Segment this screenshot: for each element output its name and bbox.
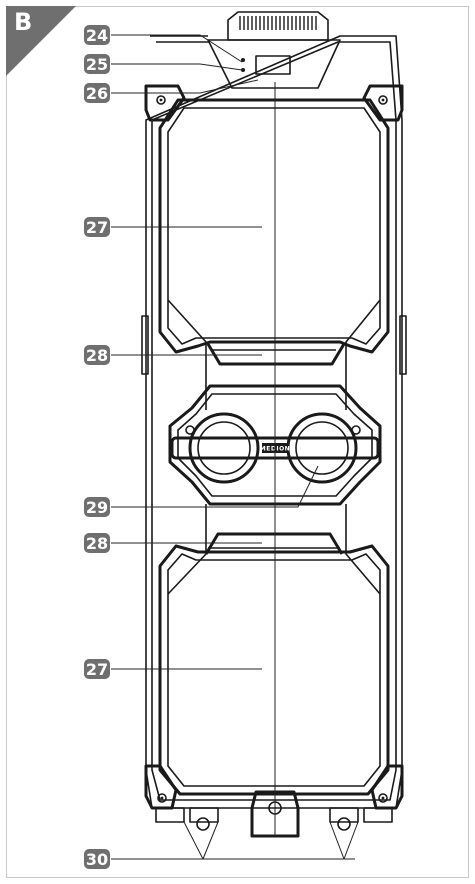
callout-28-upper: 28	[84, 345, 110, 365]
callout-29: 29	[84, 497, 110, 517]
leader-lines	[111, 34, 359, 860]
feet	[155, 807, 393, 831]
callout-26: 26	[84, 83, 110, 103]
figure-letter: B	[14, 8, 33, 36]
display-window	[255, 55, 291, 75]
top-left-bracket	[144, 84, 186, 122]
cabinet	[141, 35, 407, 809]
svg-text:24: 24	[86, 26, 108, 45]
top-right-bracket	[362, 84, 404, 122]
callout-25: 25	[84, 54, 110, 74]
svg-text:26: 26	[86, 84, 108, 103]
callout-27-upper: 27	[84, 217, 110, 237]
svg-text:29: 29	[86, 498, 108, 517]
callout-24: 24	[84, 25, 110, 45]
indicator-led-1	[241, 58, 245, 62]
right-tweeter	[286, 412, 358, 484]
svg-text:27: 27	[86, 218, 108, 237]
svg-text:28: 28	[86, 346, 108, 365]
upper-woofer-panel	[158, 98, 390, 410]
indicator-led-2	[241, 68, 245, 72]
callout-28-lower: 28	[84, 533, 110, 553]
right-side-grip	[399, 315, 407, 375]
left-tweeter	[188, 412, 260, 484]
figure-frame	[6, 6, 469, 878]
svg-text:27: 27	[86, 660, 108, 679]
control-panel	[207, 39, 341, 89]
corner-tab	[6, 6, 76, 76]
top-handle	[227, 11, 329, 41]
left-side-grip	[141, 315, 149, 375]
svg-text:28: 28	[86, 534, 108, 553]
callout-30: 30	[84, 849, 110, 869]
callout-27-lower: 27	[84, 659, 110, 679]
svg-text:25: 25	[86, 55, 108, 74]
lower-woofer-panel	[158, 504, 390, 796]
svg-text:30: 30	[86, 850, 108, 869]
